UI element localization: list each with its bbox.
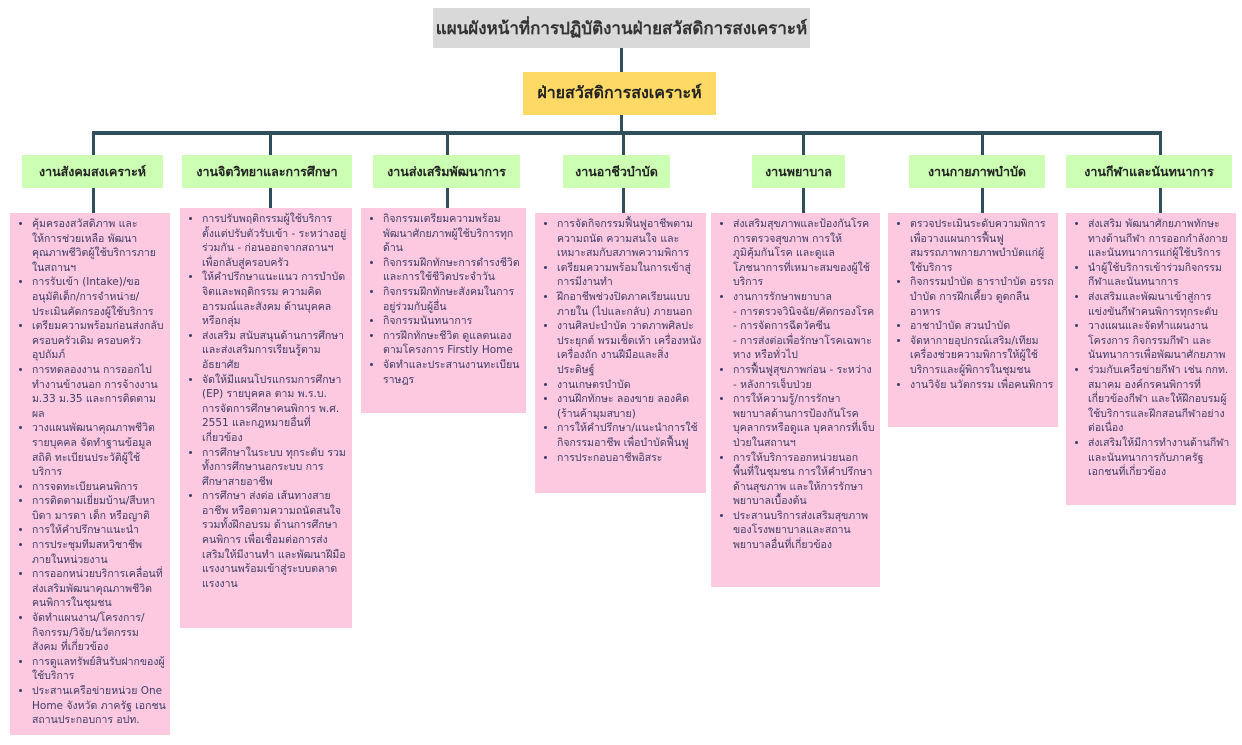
task-item: การจดทะเบียนคนพิการ [32, 480, 166, 495]
task-item: จัดทำและประสานงานทะเบียนราษฎร [383, 358, 522, 387]
task-list: ส่งเสริม พัฒนาศักยภาพทักษะทางด้านกีฬา กา… [1072, 217, 1232, 480]
connector-dept-bar [620, 115, 623, 133]
task-item: การศึกษาในระบบ ทุกระดับ รวมทั้งการศึกษาน… [202, 446, 348, 490]
task-list: คุ้มครองสวัสดิภาพ และให้การช่วยเหลือ พัฒ… [16, 217, 166, 728]
task-list-box: ส่งเสริม พัฒนาศักยภาพทักษะทางด้านกีฬา กา… [1066, 213, 1236, 505]
task-item: จัดให้มีแผนโปรแกรมการศึกษา (EP) รายบุคคล… [202, 373, 348, 446]
task-item: ส่งเสริมสุขภาพและป้องกันโรค การตรวจสุขภา… [733, 217, 876, 290]
task-item: จัดทำแผนงาน/โครงการ/กิจกรรม/วิจัย/นวัตกร… [32, 611, 166, 655]
connector-tasks-2 [269, 188, 272, 208]
task-list: ตรวจประเมินระดับความพิการเพื่อวางแผนการฟ… [894, 217, 1054, 392]
task-item: การติดตามเยี่ยมบ้าน/สืบหาบิดา มารดา เด็ก… [32, 494, 166, 523]
task-item: ประสานเครือข่ายหน่วย One Home จังหวัด ภา… [32, 684, 166, 728]
unit-box: งานส่งเสริมพัฒนาการ [373, 155, 520, 188]
task-list: กิจกรรมเตรียมความพร้อม พัฒนาศักยภาพผู้ใช… [367, 212, 522, 387]
task-item: ส่งเสริม สนับสนุนด้านการศึกษาและส่งเสริม… [202, 329, 348, 373]
unit-box: งานกายภาพบำบัด [909, 155, 1045, 188]
connector-tasks-4 [622, 188, 625, 213]
task-item: การศึกษา ส่งต่อ เส้นทางสายอาชีพ หรือตามค… [202, 489, 348, 591]
connector-unit-6 [981, 133, 984, 155]
task-item: ตรวจประเมินระดับความพิการเพื่อวางแผนการฟ… [910, 217, 1054, 275]
task-list: การปรับพฤติกรรมผู้ใช้บริการ ตั้งแต่ปรับต… [186, 212, 348, 591]
task-item: การรับเข้า (Intake)/ขออนุมัติเด็ก/การจำห… [32, 275, 166, 319]
task-item: งานการรักษาพยาบาล - การตรวจวินิจฉัย/คัดก… [733, 290, 876, 363]
task-item: งานเกษตรบำบัด [557, 378, 702, 393]
connector-unit-4 [622, 133, 625, 155]
connector-unit-2 [269, 133, 272, 155]
task-list-box: คุ้มครองสวัสดิภาพ และให้การช่วยเหลือ พัฒ… [10, 213, 170, 735]
connector-tasks-7 [1159, 188, 1162, 213]
task-item: วางแผนและจัดทำแผนงานโครงการ กิจกรรมกีฬา … [1088, 319, 1232, 363]
connector-title-dept [620, 48, 623, 72]
unit-box: งานกีฬาและนันทนาการ [1066, 155, 1232, 188]
connector-unit-1 [92, 133, 95, 155]
task-item: งานศิลปะบำบัด วาดภาพศิลปะประยุกต์ พรมเช็… [557, 319, 702, 377]
connector-tasks-1 [92, 188, 95, 213]
connector-unit-3 [446, 133, 449, 155]
task-item: การทดลองงาน การออกไปทำงานข้างนอก การจ้าง… [32, 363, 166, 421]
task-item: นำผู้ใช้บริการเข้าร่วมกิจกรรมกีฬาและนันท… [1088, 261, 1232, 290]
task-item: การปรับพฤติกรรมผู้ใช้บริการ ตั้งแต่ปรับต… [202, 212, 348, 270]
task-item: การออกหน่วยบริการเคลื่อนที่ ส่งเสริมพัฒน… [32, 567, 166, 611]
task-item: การฝึกทักษะชีวิต ดูแลตนเอง ตามโครงการ Fi… [383, 329, 522, 358]
task-list-box: ตรวจประเมินระดับความพิการเพื่อวางแผนการฟ… [888, 213, 1058, 427]
task-list-box: การปรับพฤติกรรมผู้ใช้บริการ ตั้งแต่ปรับต… [180, 208, 352, 628]
unit-box: งานพยาบาล [752, 155, 845, 188]
connector-tasks-3 [446, 188, 449, 208]
connector-unit-7 [1159, 133, 1162, 155]
task-item: อาชาบำบัด สวนบำบัด [910, 319, 1054, 334]
department-box: ฝ่ายสวัสดิการสงเคราะห์ [523, 72, 716, 115]
task-item: กิจกรรมนันทนาการ [383, 314, 522, 329]
task-item: กิจกรรมเตรียมความพร้อม พัฒนาศักยภาพผู้ใช… [383, 212, 522, 256]
task-item: เตรียมความพร้อมในการเข้าสู่การมีงานทำ [557, 261, 702, 290]
connector-horizontal-bar [92, 131, 1162, 135]
task-item: ฝึกอาชีพช่วงปิดภาคเรียนแบบภายใน (ไปและกล… [557, 290, 702, 319]
task-item: ส่งเสริมและพัฒนาเข้าสู่การแข่งขันกีฬาคนพ… [1088, 290, 1232, 319]
task-item: ส่งเสริมให้มีการทำงานด้านกีฬาและนันทนากา… [1088, 436, 1232, 480]
task-list: การจัดกิจกรรมฟื้นฟูอาชีพตามความถนัด ความ… [541, 217, 702, 465]
connector-tasks-5 [802, 188, 805, 213]
task-item: ให้คำปรึกษาแนะแนว การบำบัดจิตและพฤติกรรม… [202, 270, 348, 328]
connector-tasks-6 [981, 188, 984, 213]
task-item: การจัดกิจกรรมฟื้นฟูอาชีพตามความถนัด ความ… [557, 217, 702, 261]
task-item: กิจกรรมบำบัด ธาราบำบัด อรรถบำบัด การฝึกเ… [910, 275, 1054, 319]
chart-title: แผนผังหน้าที่การปฏิบัติงานฝ่ายสวัสดิการส… [433, 8, 810, 48]
task-item: กิจกรรมฝึกทักษะการดำรงชีวิตและการใช้ชีวิ… [383, 256, 522, 285]
task-item: การให้ความรู้/การรักษาพยาบาลด้านการป้องก… [733, 392, 876, 450]
task-item: เตรียมความพร้อมก่อนส่งกลับครอบครัวเดิม ค… [32, 319, 166, 363]
task-item: การให้คำปรึกษา/แนะนำการใช้กิจกรรมอาชีพ เ… [557, 421, 702, 450]
task-item: การให้บริการออกหน่วยนอกพื้นที่ในชุมชน กา… [733, 451, 876, 509]
task-item: การดูแลทรัพย์สินรับฝากของผู้ใช้บริการ [32, 655, 166, 684]
task-item: งานวิจัย นวัตกรรม เพื่อคนพิการ [910, 378, 1054, 393]
connector-unit-5 [802, 133, 805, 155]
task-item: คุ้มครองสวัสดิภาพ และให้การช่วยเหลือ พัฒ… [32, 217, 166, 275]
unit-box: งานจิตวิทยาและการศึกษา [182, 155, 352, 188]
task-item: งานฝึกทักษะ ลองขาย ลองคิด (ร้านค้ามุมสบา… [557, 392, 702, 421]
task-item: ร่วมกับเครือข่ายกีฬา เช่น กกท. สมาคม องค… [1088, 363, 1232, 436]
task-item: ประสานบริการส่งเสริมสุขภาพของโรงพยาบาลแล… [733, 509, 876, 553]
unit-box: งานสังคมสงเคราะห์ [22, 155, 163, 188]
task-item: จัดหากายอุปกรณ์เสริม/เทียม เครื่องช่วยคว… [910, 334, 1054, 378]
task-item: การประกอบอาชีพอิสระ [557, 451, 702, 466]
task-item: การประชุมทีมสหวิชาชีพภายในหน่วยงาน [32, 538, 166, 567]
task-item: ส่งเสริม พัฒนาศักยภาพทักษะทางด้านกีฬา กา… [1088, 217, 1232, 261]
task-list-box: ส่งเสริมสุขภาพและป้องกันโรค การตรวจสุขภา… [711, 213, 880, 587]
task-item: การฟื้นฟูสุขภาพก่อน - ระหว่าง - หลังการเ… [733, 363, 876, 392]
task-list-box: กิจกรรมเตรียมความพร้อม พัฒนาศักยภาพผู้ใช… [361, 208, 526, 413]
task-list: ส่งเสริมสุขภาพและป้องกันโรค การตรวจสุขภา… [717, 217, 876, 553]
task-item: กิจกรรมฝึกทักษะสังคมในการอยู่ร่วมกับผู้อ… [383, 285, 522, 314]
task-item: วางแผนพัฒนาคุณภาพชีวิตรายบุคคล จัดทำฐานข… [32, 421, 166, 479]
unit-box: งานอาชีวบำบัด [563, 155, 670, 188]
task-item: การให้คำปรึกษาแนะนำ [32, 523, 166, 538]
task-list-box: การจัดกิจกรรมฟื้นฟูอาชีพตามความถนัด ความ… [535, 213, 706, 493]
